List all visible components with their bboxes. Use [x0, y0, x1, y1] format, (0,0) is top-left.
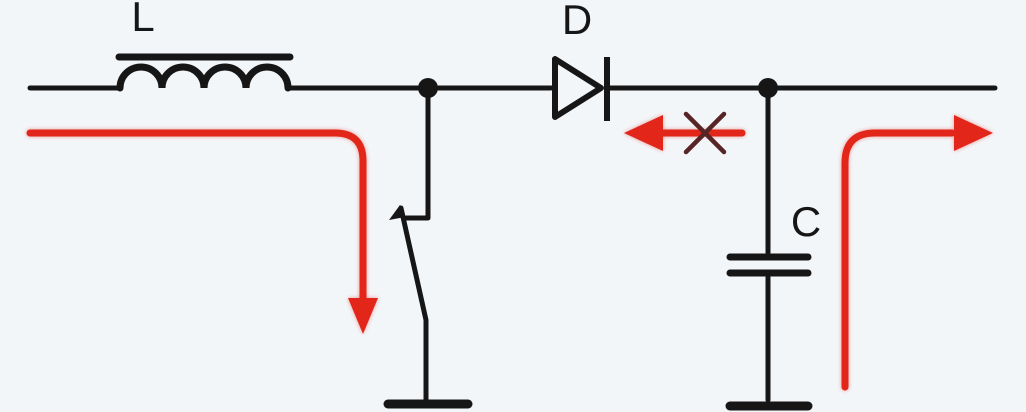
inductor-coil	[116, 63, 292, 92]
input-current-arrow	[26, 129, 378, 334]
left-arrowhead-icon	[624, 115, 663, 151]
capacitor: C	[725, 95, 821, 411]
output-current-path	[841, 129, 956, 391]
diode-label: D	[562, 0, 592, 43]
output-current-arrow	[841, 115, 993, 391]
inductor: L	[115, 0, 294, 92]
inductor-label: L	[131, 0, 154, 40]
blocked-x-icon	[683, 111, 727, 155]
junction-dot-capacitor	[758, 78, 778, 98]
junction-dot-switch	[418, 78, 438, 98]
down-arrowhead-icon	[348, 298, 378, 334]
switch-fixed-contact-wire	[403, 95, 431, 221]
blocked-current-arrow	[624, 111, 746, 155]
input-current-path	[26, 129, 367, 304]
switch	[383, 95, 473, 409]
diode: D	[552, 0, 610, 121]
switch-blade	[398, 205, 429, 403]
diode-triangle	[552, 56, 604, 120]
right-arrowhead-icon	[954, 115, 993, 151]
capacitor-label: C	[791, 198, 821, 245]
